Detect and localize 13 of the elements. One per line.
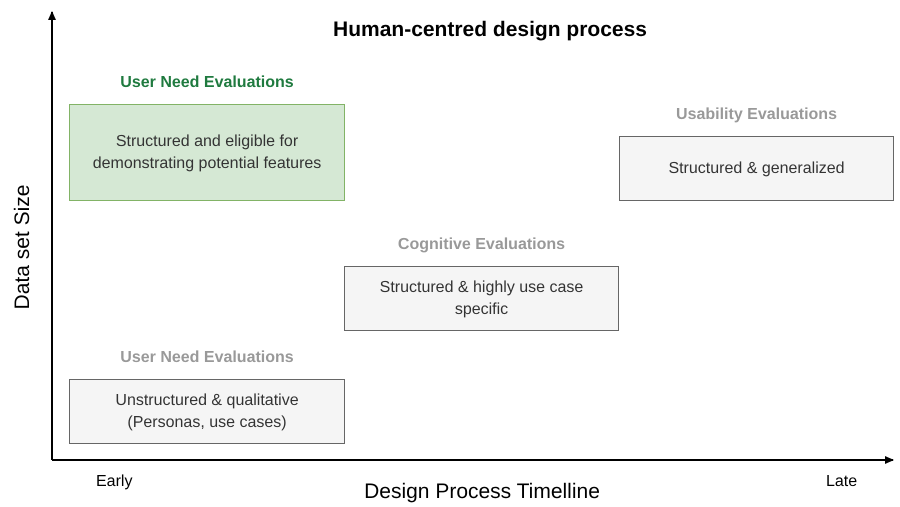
section-heading: Usability Evaluations (675, 106, 838, 124)
axis-title: Data set Size (11, 184, 35, 312)
section-heading: Cognitive Evaluations (396, 236, 566, 254)
axis-title: Design Process Timelline (363, 480, 601, 504)
evaluation-card: Structured & generalized (619, 136, 894, 201)
evaluation-card: Structured and eligible for demonstrating potential features (69, 104, 345, 201)
evaluation-card: Structured & highly use case specific (344, 266, 619, 331)
evaluation-card: Unstructured & qualitative (Personas, use cases) (69, 379, 345, 444)
diagram-title: Human-centred design process (332, 18, 648, 42)
section-heading: User Need Evaluations (119, 74, 295, 92)
axis-tick-label: Late (826, 473, 858, 491)
section-heading: User Need Evaluations (119, 349, 295, 367)
axis-tick-label: Early (96, 473, 132, 491)
